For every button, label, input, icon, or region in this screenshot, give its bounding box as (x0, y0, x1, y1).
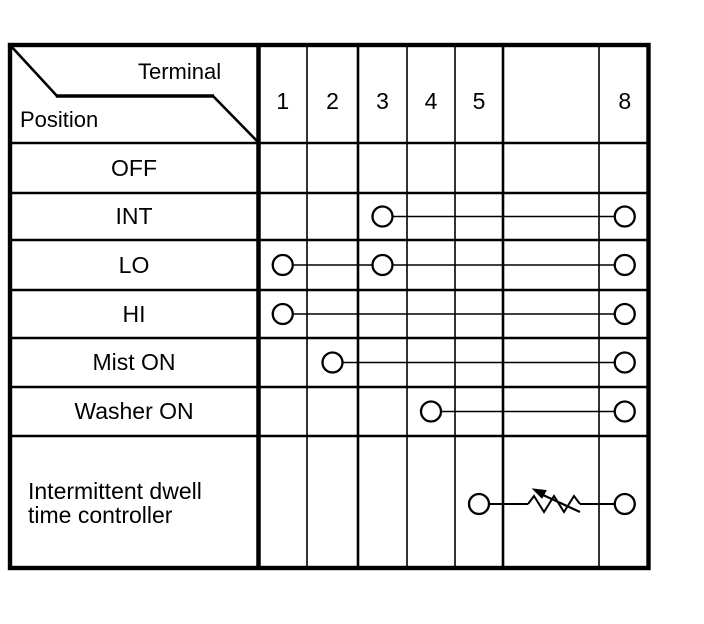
position-row-label: OFF (111, 154, 157, 181)
position-row-label: Washer ON (74, 398, 194, 424)
terminal-column-header: 4 (424, 87, 438, 114)
contact-circle (613, 400, 636, 423)
terminal-column-header (503, 45, 599, 149)
contact-circle (613, 302, 636, 326)
variable-resistor-icon (527, 494, 581, 514)
contact-circle (371, 205, 394, 228)
contact-circle (321, 351, 344, 374)
terminal-column-header: 2 (326, 87, 339, 114)
contact-circle (613, 492, 636, 516)
header-diagonal-line (212, 95, 259, 143)
table-outer-border (7, 42, 651, 571)
terminal-column-header: 8 (618, 87, 632, 114)
terminal-column-header: 3 (376, 87, 389, 114)
position-row-label: Mist ON (92, 349, 176, 375)
contact-circle (271, 253, 294, 277)
contact-circle (613, 351, 636, 374)
contact-circle (613, 253, 636, 277)
position-row-label: INT (115, 203, 153, 229)
contact-circle (371, 253, 394, 277)
contact-circle (467, 492, 491, 516)
position-row-label: Intermittent dwell time controller (28, 478, 202, 528)
position-row-label: HI (122, 300, 146, 327)
corner-position-label: Position (20, 107, 99, 132)
header-diagonal-line (9, 44, 58, 97)
terminal-column-header: 5 (472, 87, 486, 114)
terminal-column-header: 1 (276, 87, 290, 114)
contact-circle (419, 400, 443, 423)
corner-terminal-label: Terminal (138, 59, 222, 84)
resistor-arrow-shaft (542, 494, 581, 513)
contact-circle (271, 302, 294, 326)
contact-circle (613, 205, 636, 228)
resistor-arrow-head-icon (531, 488, 547, 499)
position-row-label: LO (118, 251, 150, 278)
